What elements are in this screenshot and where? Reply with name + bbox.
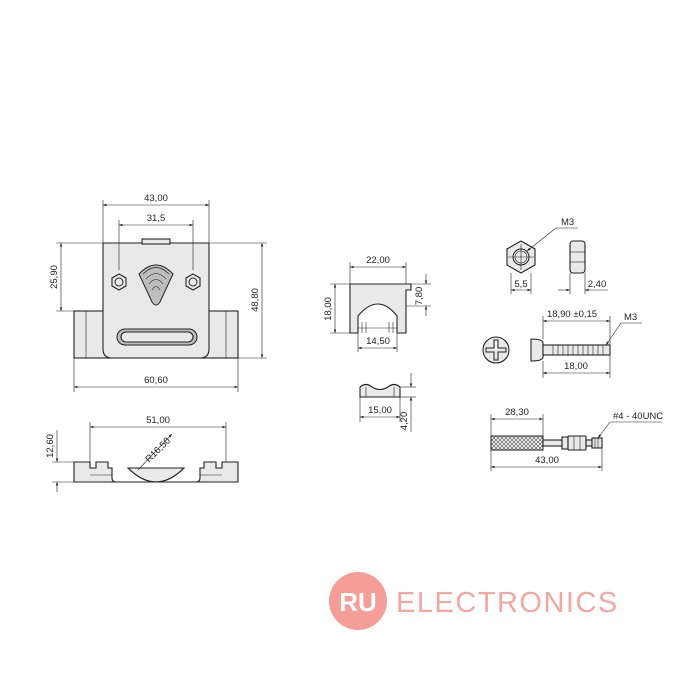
shell-top-lip bbox=[141, 238, 171, 245]
brand-logo-text: RU bbox=[339, 587, 377, 617]
dim-shell-hole-spacing: 31,5 bbox=[147, 213, 166, 224]
grip-triangle bbox=[138, 264, 174, 306]
saddle-body bbox=[359, 383, 401, 398]
screw-head-side bbox=[530, 338, 544, 362]
dim-saddle-height: 4,20 bbox=[399, 412, 410, 431]
dim-nut-thickness: 2,40 bbox=[588, 279, 607, 290]
dim-nut-thread: M3 bbox=[561, 217, 574, 228]
dim-shell-height-right: 48,80 bbox=[250, 288, 261, 312]
clamp-saddle: 15,00 4,20 bbox=[359, 373, 416, 432]
shell-front-view: 43,00 31,5 25,90 48,80 60,60 bbox=[49, 193, 267, 392]
jack-shank bbox=[542, 439, 563, 447]
dim-clamp-height: 18,00 bbox=[323, 297, 334, 321]
brand-watermark: RU ELECTRONICS bbox=[329, 572, 619, 630]
dim-side-width: 51,00 bbox=[146, 415, 170, 426]
dim-shell-width-top: 43,00 bbox=[144, 193, 168, 204]
dim-saddle-width: 15,00 bbox=[368, 405, 392, 416]
dim-screw-length: 18,00 bbox=[564, 361, 588, 372]
screw-shank bbox=[542, 344, 611, 356]
dim-screw-thread: M3 bbox=[624, 312, 637, 323]
brand-logo-circle bbox=[329, 572, 387, 630]
dim-jack-thread: #4 - 40UNC bbox=[613, 411, 663, 422]
dim-nut-width: 5,5 bbox=[514, 279, 527, 290]
dim-shell-height-left: 25,90 bbox=[49, 265, 60, 289]
jack-knurled-head bbox=[490, 435, 544, 451]
dim-jack-length-a: 28,30 bbox=[505, 407, 529, 418]
dim-jack-length: 43,00 bbox=[535, 455, 559, 466]
jack-hex bbox=[567, 435, 587, 451]
screw-head-top bbox=[482, 336, 510, 364]
dim-clamp-inner: 14,50 bbox=[366, 336, 390, 347]
dim-side-radius: R16,50 bbox=[144, 436, 173, 465]
screw-detail: 18,90 ±0,15 M3 18,00 bbox=[482, 309, 642, 378]
side-profile bbox=[73, 461, 239, 483]
shell-side-view: 51,00 R16,50 12,60 bbox=[45, 415, 239, 492]
hex-nut-detail: M3 5,5 2,40 bbox=[506, 217, 608, 294]
dim-shell-width-bottom: 60,60 bbox=[144, 375, 168, 386]
dim-clamp-thickness: 7,80 bbox=[414, 287, 425, 306]
nut-side bbox=[569, 240, 586, 274]
jack-screw-detail: 28,30 #4 - 40UNC 43,00 bbox=[490, 407, 663, 471]
hex-nut-left bbox=[111, 273, 127, 291]
hex-nut-right bbox=[185, 273, 201, 291]
brand-name: ELECTRONICS bbox=[396, 587, 619, 619]
cable-clamp: 22,00 18,00 7,80 14,50 bbox=[323, 255, 431, 352]
dim-side-height: 12,60 bbox=[45, 434, 56, 458]
dim-clamp-width: 22,00 bbox=[366, 255, 390, 266]
jack-thread-end bbox=[591, 437, 603, 449]
dim-screw-length-tol: 18,90 ±0,15 bbox=[547, 309, 597, 320]
clamp-body bbox=[349, 283, 412, 334]
